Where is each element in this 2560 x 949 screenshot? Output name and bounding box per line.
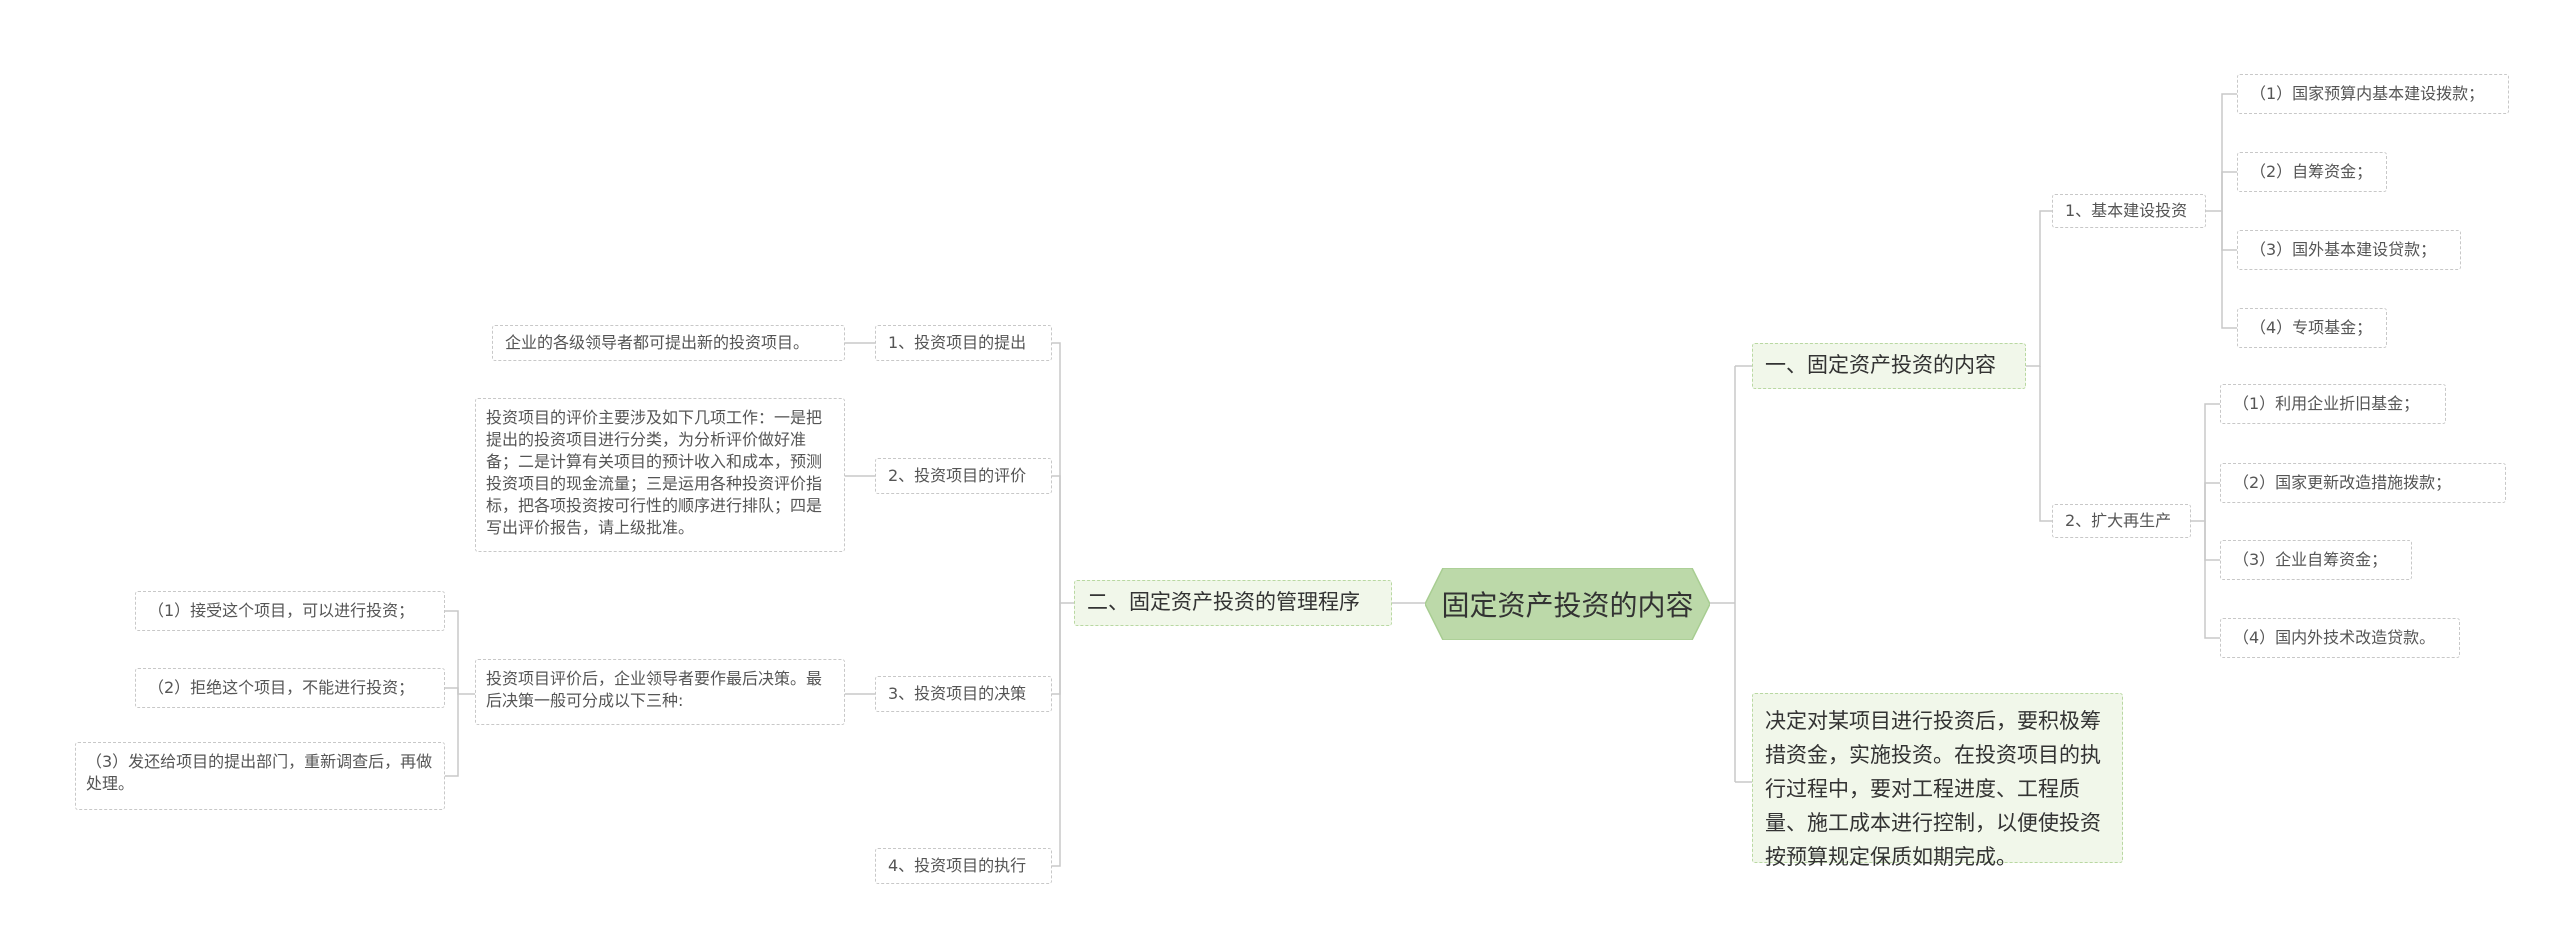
- execution-note[interactable]: 决定对某项目进行投资后，要积极筹措资金，实施投资。在投资项目的执行过程中，要对工…: [1752, 693, 2123, 869]
- sub-expand-reproduction-label: 2、扩大再生产: [2065, 510, 2172, 530]
- step-proposal-detail[interactable]: 企业的各级领导者都可提出新的投资项目。: [492, 325, 845, 361]
- branch-investment-content[interactable]: 一、固定资产投资的内容: [1752, 343, 2026, 389]
- root-topic[interactable]: 固定资产投资的内容: [1425, 568, 1710, 640]
- sub-basic-construction[interactable]: 1、基本建设投资: [2052, 194, 2206, 228]
- step-evaluation-detail-text: 投资项目的评价主要涉及如下几项工作：一是把提出的投资项目进行分类，为分析评价做好…: [486, 408, 823, 537]
- step-proposal[interactable]: 1、投资项目的提出: [875, 325, 1052, 361]
- step-evaluation[interactable]: 2、投资项目的评价: [875, 458, 1052, 494]
- leaf-expand-2[interactable]: （2）国家更新改造措施拨款；: [2220, 463, 2506, 503]
- decision-option-return[interactable]: （3）发还给项目的提出部门，重新调查后，再做处理。: [75, 742, 445, 810]
- step-execution[interactable]: 4、投资项目的执行: [875, 848, 1052, 884]
- branch-investment-content-label: 一、固定资产投资的内容: [1765, 353, 1996, 378]
- step-proposal-label: 1、投资项目的提出: [888, 332, 1027, 352]
- leaf-expand-1-label: （1）利用企业折旧基金；: [2233, 393, 2420, 413]
- leaf-expand-1[interactable]: （1）利用企业折旧基金；: [2220, 384, 2446, 424]
- leaf-expand-2-label: （2）国家更新改造措施拨款；: [2233, 472, 2452, 492]
- root-hexagon: [1425, 568, 1710, 640]
- leaf-expand-4[interactable]: （4）国内外技术改造贷款。: [2220, 618, 2460, 658]
- leaf-basic-2[interactable]: （2）自筹资金；: [2237, 152, 2387, 192]
- decision-option-accept-label: （1）接受这个项目，可以进行投资；: [148, 600, 415, 620]
- step-decision[interactable]: 3、投资项目的决策: [875, 676, 1052, 712]
- leaf-basic-3-label: （3）国外基本建设贷款；: [2250, 239, 2437, 259]
- leaf-expand-4-label: （4）国内外技术改造贷款。: [2233, 627, 2436, 647]
- branch-management-procedure[interactable]: 二、固定资产投资的管理程序: [1074, 580, 1392, 626]
- decision-option-reject[interactable]: （2）拒绝这个项目，不能进行投资；: [135, 668, 445, 708]
- step-decision-label: 3、投资项目的决策: [888, 683, 1027, 703]
- step-decision-detail[interactable]: 投资项目评价后，企业领导者要作最后决策。最后决策一般可分成以下三种:: [475, 659, 845, 725]
- leaf-basic-3[interactable]: （3）国外基本建设贷款；: [2237, 230, 2461, 270]
- leaf-basic-4-label: （4）专项基金；: [2250, 317, 2373, 337]
- step-evaluation-detail[interactable]: 投资项目的评价主要涉及如下几项工作：一是把提出的投资项目进行分类，为分析评价做好…: [475, 398, 845, 552]
- decision-option-reject-label: （2）拒绝这个项目，不能进行投资；: [148, 677, 415, 697]
- step-proposal-detail-text: 企业的各级领导者都可提出新的投资项目。: [505, 332, 810, 352]
- leaf-basic-2-label: （2）自筹资金；: [2250, 161, 2373, 181]
- decision-option-return-label: （3）发还给项目的提出部门，重新调查后，再做处理。: [86, 752, 433, 793]
- sub-basic-construction-label: 1、基本建设投资: [2065, 200, 2188, 220]
- step-evaluation-label: 2、投资项目的评价: [888, 465, 1027, 485]
- step-decision-detail-text: 投资项目评价后，企业领导者要作最后决策。最后决策一般可分成以下三种:: [486, 669, 823, 710]
- root-label: 固定资产投资的内容: [1441, 589, 1694, 622]
- leaf-basic-1-label: （1）国家预算内基本建设拨款；: [2250, 83, 2485, 103]
- sub-expand-reproduction[interactable]: 2、扩大再生产: [2052, 504, 2191, 538]
- step-execution-label: 4、投资项目的执行: [888, 855, 1027, 875]
- leaf-expand-3-label: （3）企业自筹资金；: [2233, 549, 2388, 569]
- branch-management-procedure-label: 二、固定资产投资的管理程序: [1087, 590, 1360, 615]
- execution-note-text: 决定对某项目进行投资后，要积极筹措资金，实施投资。在投资项目的执行过程中，要对工…: [1765, 709, 2101, 869]
- leaf-expand-3[interactable]: （3）企业自筹资金；: [2220, 540, 2412, 580]
- leaf-basic-1[interactable]: （1）国家预算内基本建设拨款；: [2237, 74, 2509, 114]
- decision-option-accept[interactable]: （1）接受这个项目，可以进行投资；: [135, 591, 445, 631]
- leaf-basic-4[interactable]: （4）专项基金；: [2237, 308, 2387, 348]
